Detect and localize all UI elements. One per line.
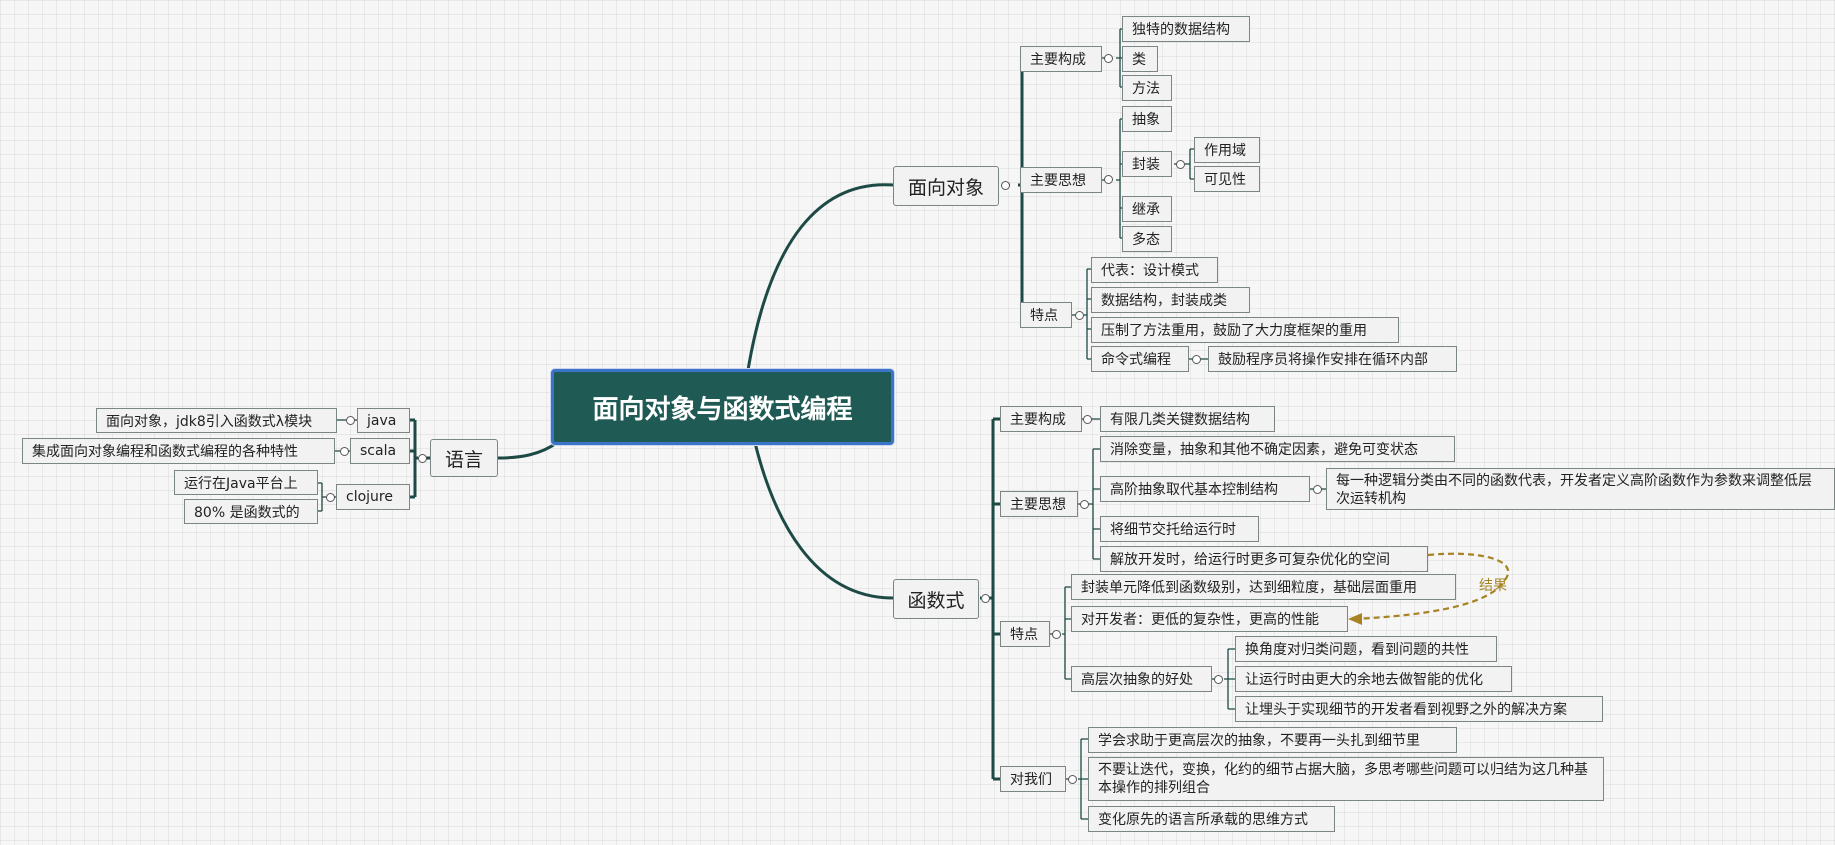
fp-feature-item[interactable]: 封装单元降低到函数级别，达到细粒度，基础层面重用: [1071, 574, 1456, 600]
collapse-toggle-oop[interactable]: [1001, 181, 1010, 190]
lang-clojure-detail[interactable]: 80% 是函数式的: [184, 499, 318, 524]
fp-idea-item[interactable]: 将细节交托给运行时: [1100, 516, 1259, 542]
collapse-toggle-scala[interactable]: [340, 447, 349, 456]
oop-idea-scope[interactable]: 作用域: [1194, 137, 1260, 163]
collapse-toggle-for-us[interactable]: [1068, 775, 1077, 784]
lang-scala-detail[interactable]: 集成面向对象编程和函数式编程的各种特性: [22, 438, 335, 464]
oop-composition-item[interactable]: 方法: [1122, 75, 1172, 101]
oop-idea-abstraction[interactable]: 抽象: [1122, 106, 1172, 132]
fp-benefit-item[interactable]: 让埋头于实现细节的开发者看到视野之外的解决方案: [1235, 696, 1603, 722]
oop-idea-encapsulation[interactable]: 封装: [1122, 151, 1172, 177]
fp-feature-higher-level[interactable]: 高层次抽象的好处: [1071, 666, 1212, 692]
fp-benefit-item[interactable]: 让运行时由更大的余地去做智能的优化: [1235, 666, 1512, 692]
fp-feature-item[interactable]: 对开发者：更低的复杂性，更高的性能: [1071, 606, 1348, 632]
lang-clojure[interactable]: clojure: [336, 484, 410, 510]
collapse-toggle-oop-composition[interactable]: [1104, 54, 1113, 63]
oop-composition[interactable]: 主要构成: [1020, 46, 1102, 72]
fp-benefit-item[interactable]: 换角度对归类问题，看到问题的共性: [1235, 636, 1497, 662]
collapse-toggle-java[interactable]: [346, 416, 355, 425]
collapse-toggle-encapsulation[interactable]: [1176, 160, 1185, 169]
lang-clojure-detail[interactable]: 运行在Java平台上: [174, 470, 318, 495]
oop-feature-item[interactable]: 代表：设计模式: [1091, 257, 1218, 283]
fp-for-us-item[interactable]: 学会求助于更高层次的抽象，不要再一头扎到细节里: [1088, 727, 1457, 753]
topic-language[interactable]: 语言: [430, 439, 498, 477]
collapse-toggle-imperative[interactable]: [1192, 355, 1201, 364]
collapse-toggle-higher-level[interactable]: [1214, 675, 1223, 684]
oop-composition-item[interactable]: 独特的数据结构: [1122, 16, 1250, 42]
fp-idea-item[interactable]: 解放开发时，给运行时更多可复杂优化的空间: [1100, 546, 1428, 572]
fp-idea-higher-order-detail[interactable]: 每一种逻辑分类由不同的函数代表，开发者定义高阶函数作为参数来调整低层次运转机构: [1326, 468, 1835, 510]
oop-idea-inheritance[interactable]: 继承: [1122, 196, 1172, 222]
oop-ideas[interactable]: 主要思想: [1020, 167, 1102, 193]
collapse-toggle-fp-features[interactable]: [1052, 630, 1061, 639]
fp-features[interactable]: 特点: [1000, 621, 1050, 647]
collapse-toggle-oop-ideas[interactable]: [1104, 175, 1113, 184]
oop-composition-item[interactable]: 类: [1122, 46, 1158, 72]
collapse-toggle-language[interactable]: [418, 454, 427, 463]
oop-idea-visibility[interactable]: 可见性: [1194, 166, 1260, 192]
collapse-toggle-fp-ideas[interactable]: [1080, 500, 1089, 509]
fp-ideas[interactable]: 主要思想: [1000, 491, 1078, 517]
collapse-toggle-oop-features[interactable]: [1075, 311, 1084, 320]
collapse-toggle-higher-order[interactable]: [1313, 485, 1322, 494]
oop-feature-item[interactable]: 压制了方法重用，鼓励了大力度框架的重用: [1091, 317, 1399, 343]
lang-scala[interactable]: scala: [350, 438, 410, 464]
lang-java-detail[interactable]: 面向对象，jdk8引入函数式λ模块: [96, 408, 337, 433]
fp-composition[interactable]: 主要构成: [1000, 406, 1082, 432]
topic-oop[interactable]: 面向对象: [893, 166, 999, 206]
oop-feature-imperative-detail[interactable]: 鼓励程序员将操作安排在循环内部: [1208, 346, 1457, 372]
fp-idea-item[interactable]: 高阶抽象取代基本控制结构: [1100, 476, 1310, 502]
lang-java[interactable]: java: [357, 408, 410, 433]
collapse-toggle-clojure[interactable]: [326, 493, 335, 502]
fp-for-us[interactable]: 对我们: [1000, 766, 1066, 792]
oop-idea-polymorphism[interactable]: 多态: [1122, 226, 1172, 252]
central-topic[interactable]: 面向对象与函数式编程: [551, 369, 894, 445]
fp-for-us-item[interactable]: 不要让迭代，变换，化约的细节占据大脑，多思考哪些问题可以归结为这几种基本操作的排…: [1088, 757, 1604, 801]
collapse-toggle-fp[interactable]: [981, 594, 990, 603]
fp-idea-item[interactable]: 消除变量，抽象和其他不确定因素，避免可变状态: [1100, 436, 1455, 462]
collapse-toggle-fp-composition[interactable]: [1083, 415, 1092, 424]
result-label: 结果: [1479, 578, 1507, 594]
oop-features[interactable]: 特点: [1020, 302, 1072, 328]
oop-feature-item[interactable]: 数据结构，封装成类: [1091, 287, 1250, 313]
fp-for-us-item[interactable]: 变化原先的语言所承载的思维方式: [1088, 806, 1335, 832]
oop-feature-imperative[interactable]: 命令式编程: [1091, 346, 1189, 372]
fp-composition-item[interactable]: 有限几类关键数据结构: [1100, 406, 1275, 432]
topic-fp[interactable]: 函数式: [893, 579, 979, 619]
